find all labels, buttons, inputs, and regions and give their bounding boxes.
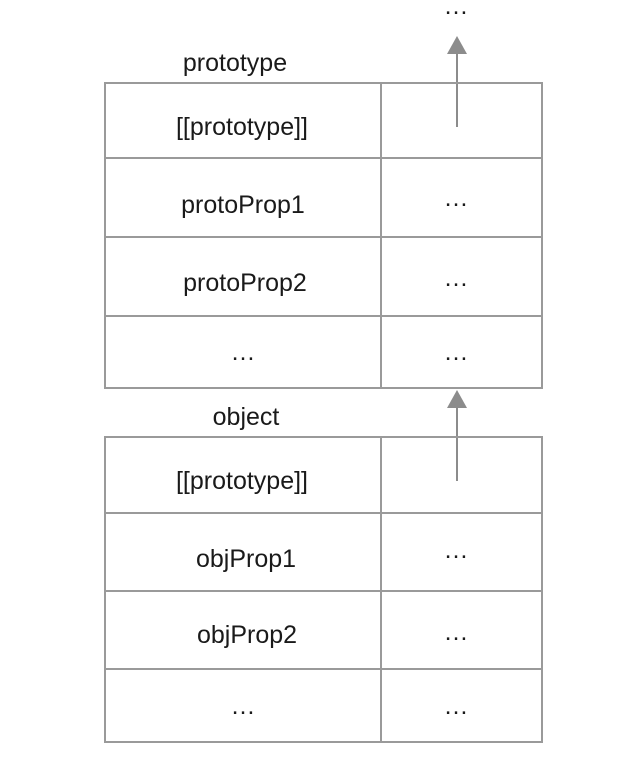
prototype-row-key: … [231, 338, 256, 366]
prototype-row-value: … [444, 338, 469, 366]
object-row-key: objProp2 [197, 621, 297, 649]
object-row-value: … [444, 618, 469, 646]
prototype-row-value: … [444, 264, 469, 292]
prototype-chain-arrow-upper [447, 36, 467, 127]
object-row-value: … [444, 692, 469, 720]
prototype-table-title: prototype [183, 49, 287, 77]
prototype-table-row: … … [231, 338, 469, 366]
prototype-table [104, 82, 543, 389]
prototype-row-key: protoProp1 [181, 191, 305, 219]
prototype-table-row: protoProp1 … [181, 184, 468, 219]
prototype-row-key: protoProp2 [183, 269, 307, 297]
object-table-row: objProp2 … [197, 618, 469, 649]
object-table-title: object [213, 403, 280, 431]
prototype-chain-arrow-lower [447, 390, 467, 481]
object-table [104, 436, 543, 743]
prototype-table-row: protoProp2 … [183, 264, 468, 297]
object-table-row: objProp1 … [196, 536, 469, 573]
object-table-row: … … [231, 692, 469, 720]
object-row-value: … [444, 536, 469, 564]
prototype-table-row: [[prototype]] [176, 113, 308, 141]
object-row-key: [[prototype]] [176, 467, 308, 495]
object-row-key: objProp1 [196, 545, 296, 573]
object-table-row: [[prototype]] [176, 467, 308, 495]
object-row-key: … [231, 692, 256, 720]
top-ellipsis: … [444, 0, 469, 20]
prototype-row-key: [[prototype]] [176, 113, 308, 141]
prototype-row-value: … [444, 184, 469, 212]
